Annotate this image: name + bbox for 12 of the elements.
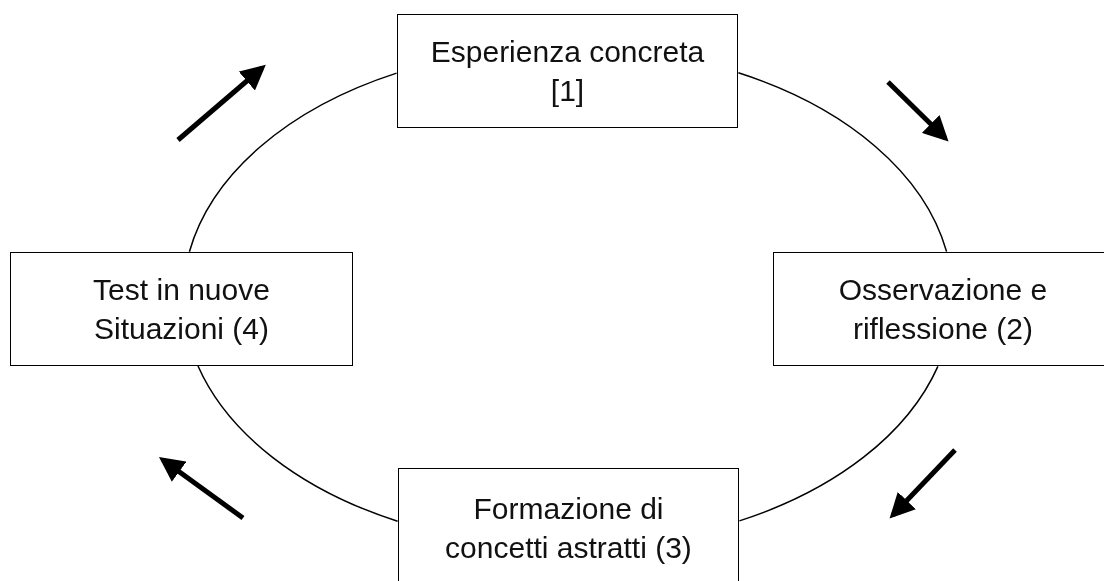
step-label: Test in nuove Situazioni (4) [92, 272, 271, 347]
step-box [397, 14, 738, 128]
step-box [10, 252, 353, 366]
connector-arc [738, 365, 939, 522]
step-label: Formazione di concetti astratti (3) [444, 491, 693, 566]
step-label: Osservazione e riflessione (2) [837, 272, 1049, 347]
step-label: Esperienza concreta [1] [429, 34, 706, 109]
connector-arc [737, 72, 948, 253]
connector-arc [197, 365, 399, 522]
connector-arc [188, 72, 398, 253]
step-box [398, 468, 739, 581]
step-box [773, 252, 1104, 366]
